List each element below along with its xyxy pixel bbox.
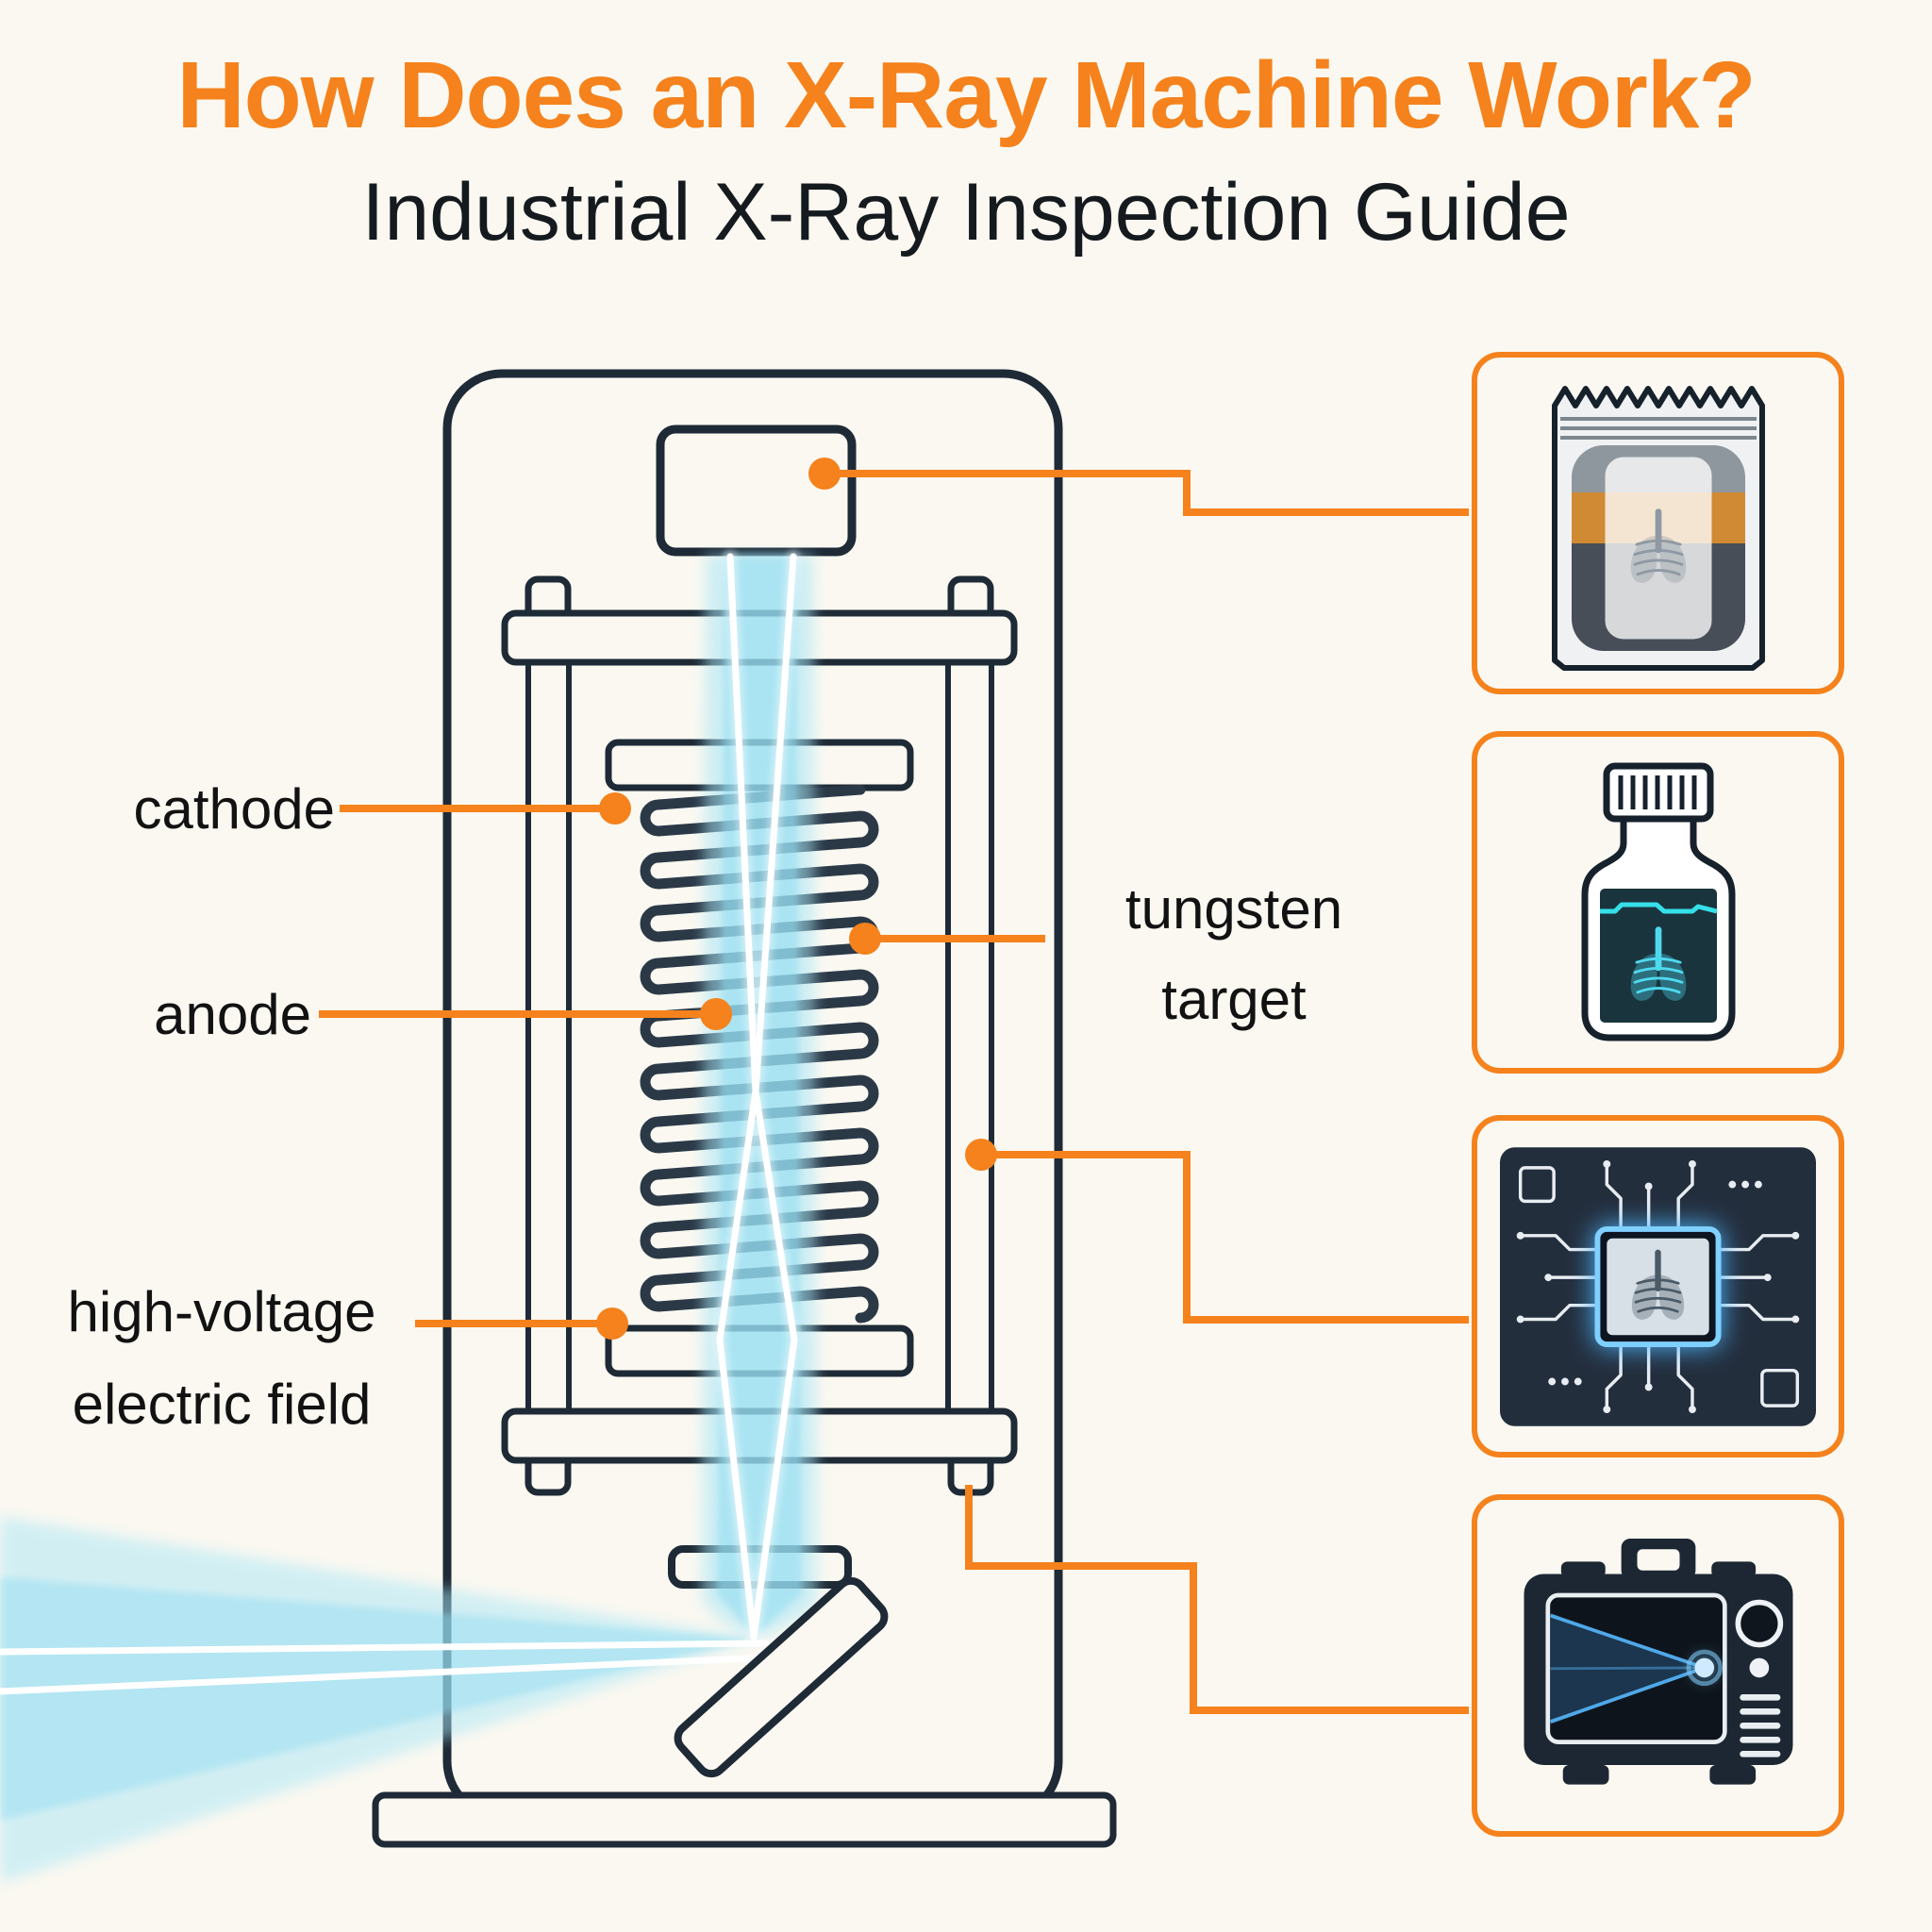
page-title: How Does an X-Ray Machine Work? — [176, 42, 1756, 148]
frame-columns — [525, 659, 994, 1414]
panel-chip-inspection — [1472, 1115, 1844, 1457]
connector-foot-to-panel4 — [965, 1485, 1469, 1714]
connector-source-to-panel1 — [824, 470, 1469, 516]
pcb-pads — [1516, 1159, 1800, 1413]
annotation-lines — [319, 470, 1469, 1714]
label-tungsten-line1: tungsten — [1124, 877, 1343, 941]
tungsten-target-dot — [849, 923, 881, 955]
page-subtitle: Industrial X-Ray Inspection Guide — [361, 167, 1571, 258]
panel-package-inspection — [1472, 352, 1844, 694]
horizontal-xray-beam — [0, 1517, 755, 1883]
beam-white-rays — [0, 550, 801, 1695]
label-high-voltage: high-voltage electric field — [28, 1266, 415, 1451]
filament-coil — [640, 784, 879, 1324]
label-anode: anode — [154, 983, 311, 1046]
medicine-bottle-xray-icon — [1581, 762, 1735, 1041]
source-box — [656, 425, 857, 557]
label-high-voltage-line2: electric field — [72, 1373, 372, 1436]
panel-bottle-inspection — [1472, 731, 1844, 1074]
label-tungsten-line2: target — [1161, 968, 1307, 1031]
label-cathode: cathode — [133, 777, 335, 841]
column-left — [525, 659, 572, 1414]
annotation-dots — [596, 458, 997, 1340]
beam-mirror — [674, 1576, 889, 1778]
label-high-voltage-line1: high-voltage — [67, 1280, 376, 1343]
connector-column-to-panel3 — [981, 1151, 1469, 1324]
high-voltage-dot — [596, 1307, 628, 1340]
label-tungsten-target: tungsten target — [1045, 864, 1423, 1045]
pcb-traces — [1518, 1163, 1800, 1409]
source-box-dot — [808, 458, 841, 490]
circuit-board-chip-xray-icon — [1500, 1146, 1816, 1426]
panel-detector-screen — [1472, 1494, 1844, 1837]
snack-package-xray-icon — [1551, 385, 1765, 671]
detector-vents — [1739, 1693, 1780, 1757]
beam-focus-dot — [1693, 1657, 1714, 1677]
anode-dot — [700, 998, 732, 1030]
machine-base — [372, 1791, 1117, 1848]
xray-detector-screen-icon — [1524, 1538, 1792, 1785]
detector-knob — [1735, 1599, 1783, 1647]
column-right — [945, 659, 994, 1414]
column-dot — [965, 1139, 997, 1171]
cathode-dot — [599, 792, 631, 824]
